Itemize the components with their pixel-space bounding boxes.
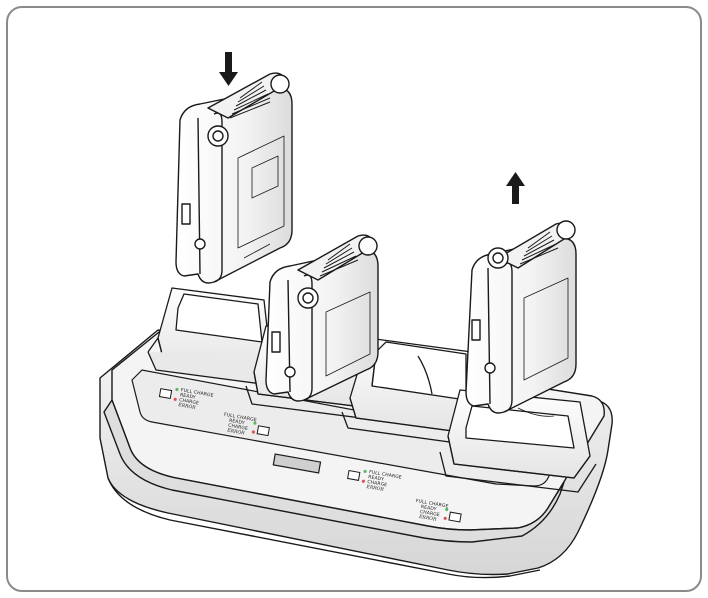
bay-2-full-charge-label: FULL CHARGE xyxy=(223,412,257,424)
bay-2-ready-label: READY xyxy=(228,418,245,427)
charger-illustration: FULL CHARGE READY CHARGE ERROR FULL CHAR… xyxy=(99,52,613,579)
bay-1-charge-label: CHARGE xyxy=(179,397,200,406)
bay-2-indicator: FULL CHARGE READY CHARGE ERROR xyxy=(223,412,270,437)
bay-4-ready-label: READY xyxy=(420,504,437,513)
bay-3-status-window xyxy=(347,470,361,481)
bay-1-full-charge-label: FULL CHARGE xyxy=(180,387,214,399)
bay-1-cup xyxy=(147,287,277,385)
bay-3-indicator: FULL CHARGE READY CHARGE ERROR xyxy=(347,469,403,493)
bay-1-led-red xyxy=(173,397,177,401)
arrow-up-icon xyxy=(506,172,525,204)
bay-3-cup xyxy=(341,337,481,445)
bay-4-charge-label: CHARGE xyxy=(419,509,440,518)
bay-1-status-window xyxy=(158,388,173,400)
printer-3-roller-ribs xyxy=(519,231,559,265)
bay-3-full-charge-label: FULL CHARGE xyxy=(369,469,403,481)
bay-4-status-window xyxy=(448,511,462,523)
bay-4-led-green xyxy=(445,507,449,512)
bay-4-led-red xyxy=(443,516,447,520)
bay-1-error-label: ERROR xyxy=(177,402,197,411)
bay-2-charge-label: CHARGE xyxy=(228,423,249,432)
bay-1-led-green xyxy=(175,387,179,392)
bay-3-led-red xyxy=(361,479,365,483)
bay-2-led-red xyxy=(251,430,255,434)
bay-2-led-green xyxy=(253,421,257,425)
printer-2-roller-ribs xyxy=(319,243,359,277)
bay-2-error-label: ERROR xyxy=(226,427,246,436)
printer-1-roller-ribs xyxy=(229,81,271,119)
printer-1 xyxy=(175,72,293,284)
bay-3-led-green xyxy=(363,469,367,473)
bay-3-error-label: ERROR xyxy=(365,484,385,493)
printer-2 xyxy=(265,234,379,402)
figure-frame: FULL CHARGE READY CHARGE ERROR FULL CHAR… xyxy=(6,6,702,592)
bay-3-ready-label: READY xyxy=(368,474,385,483)
bay-2-status-window xyxy=(256,425,270,437)
bay-1-indicator: FULL CHARGE READY CHARGE ERROR xyxy=(158,387,214,411)
arrow-down-icon xyxy=(219,52,238,86)
bay-4-indicator: FULL CHARGE READY CHARGE ERROR xyxy=(415,498,462,523)
bay-1-ready-label: READY xyxy=(179,392,196,401)
bay-3-charge-label: CHARGE xyxy=(367,479,388,488)
bay-4-full-charge-label: FULL CHARGE xyxy=(415,498,449,510)
printer-3 xyxy=(465,220,577,417)
bay-4-error-label: ERROR xyxy=(418,514,438,523)
center-display xyxy=(272,453,322,474)
